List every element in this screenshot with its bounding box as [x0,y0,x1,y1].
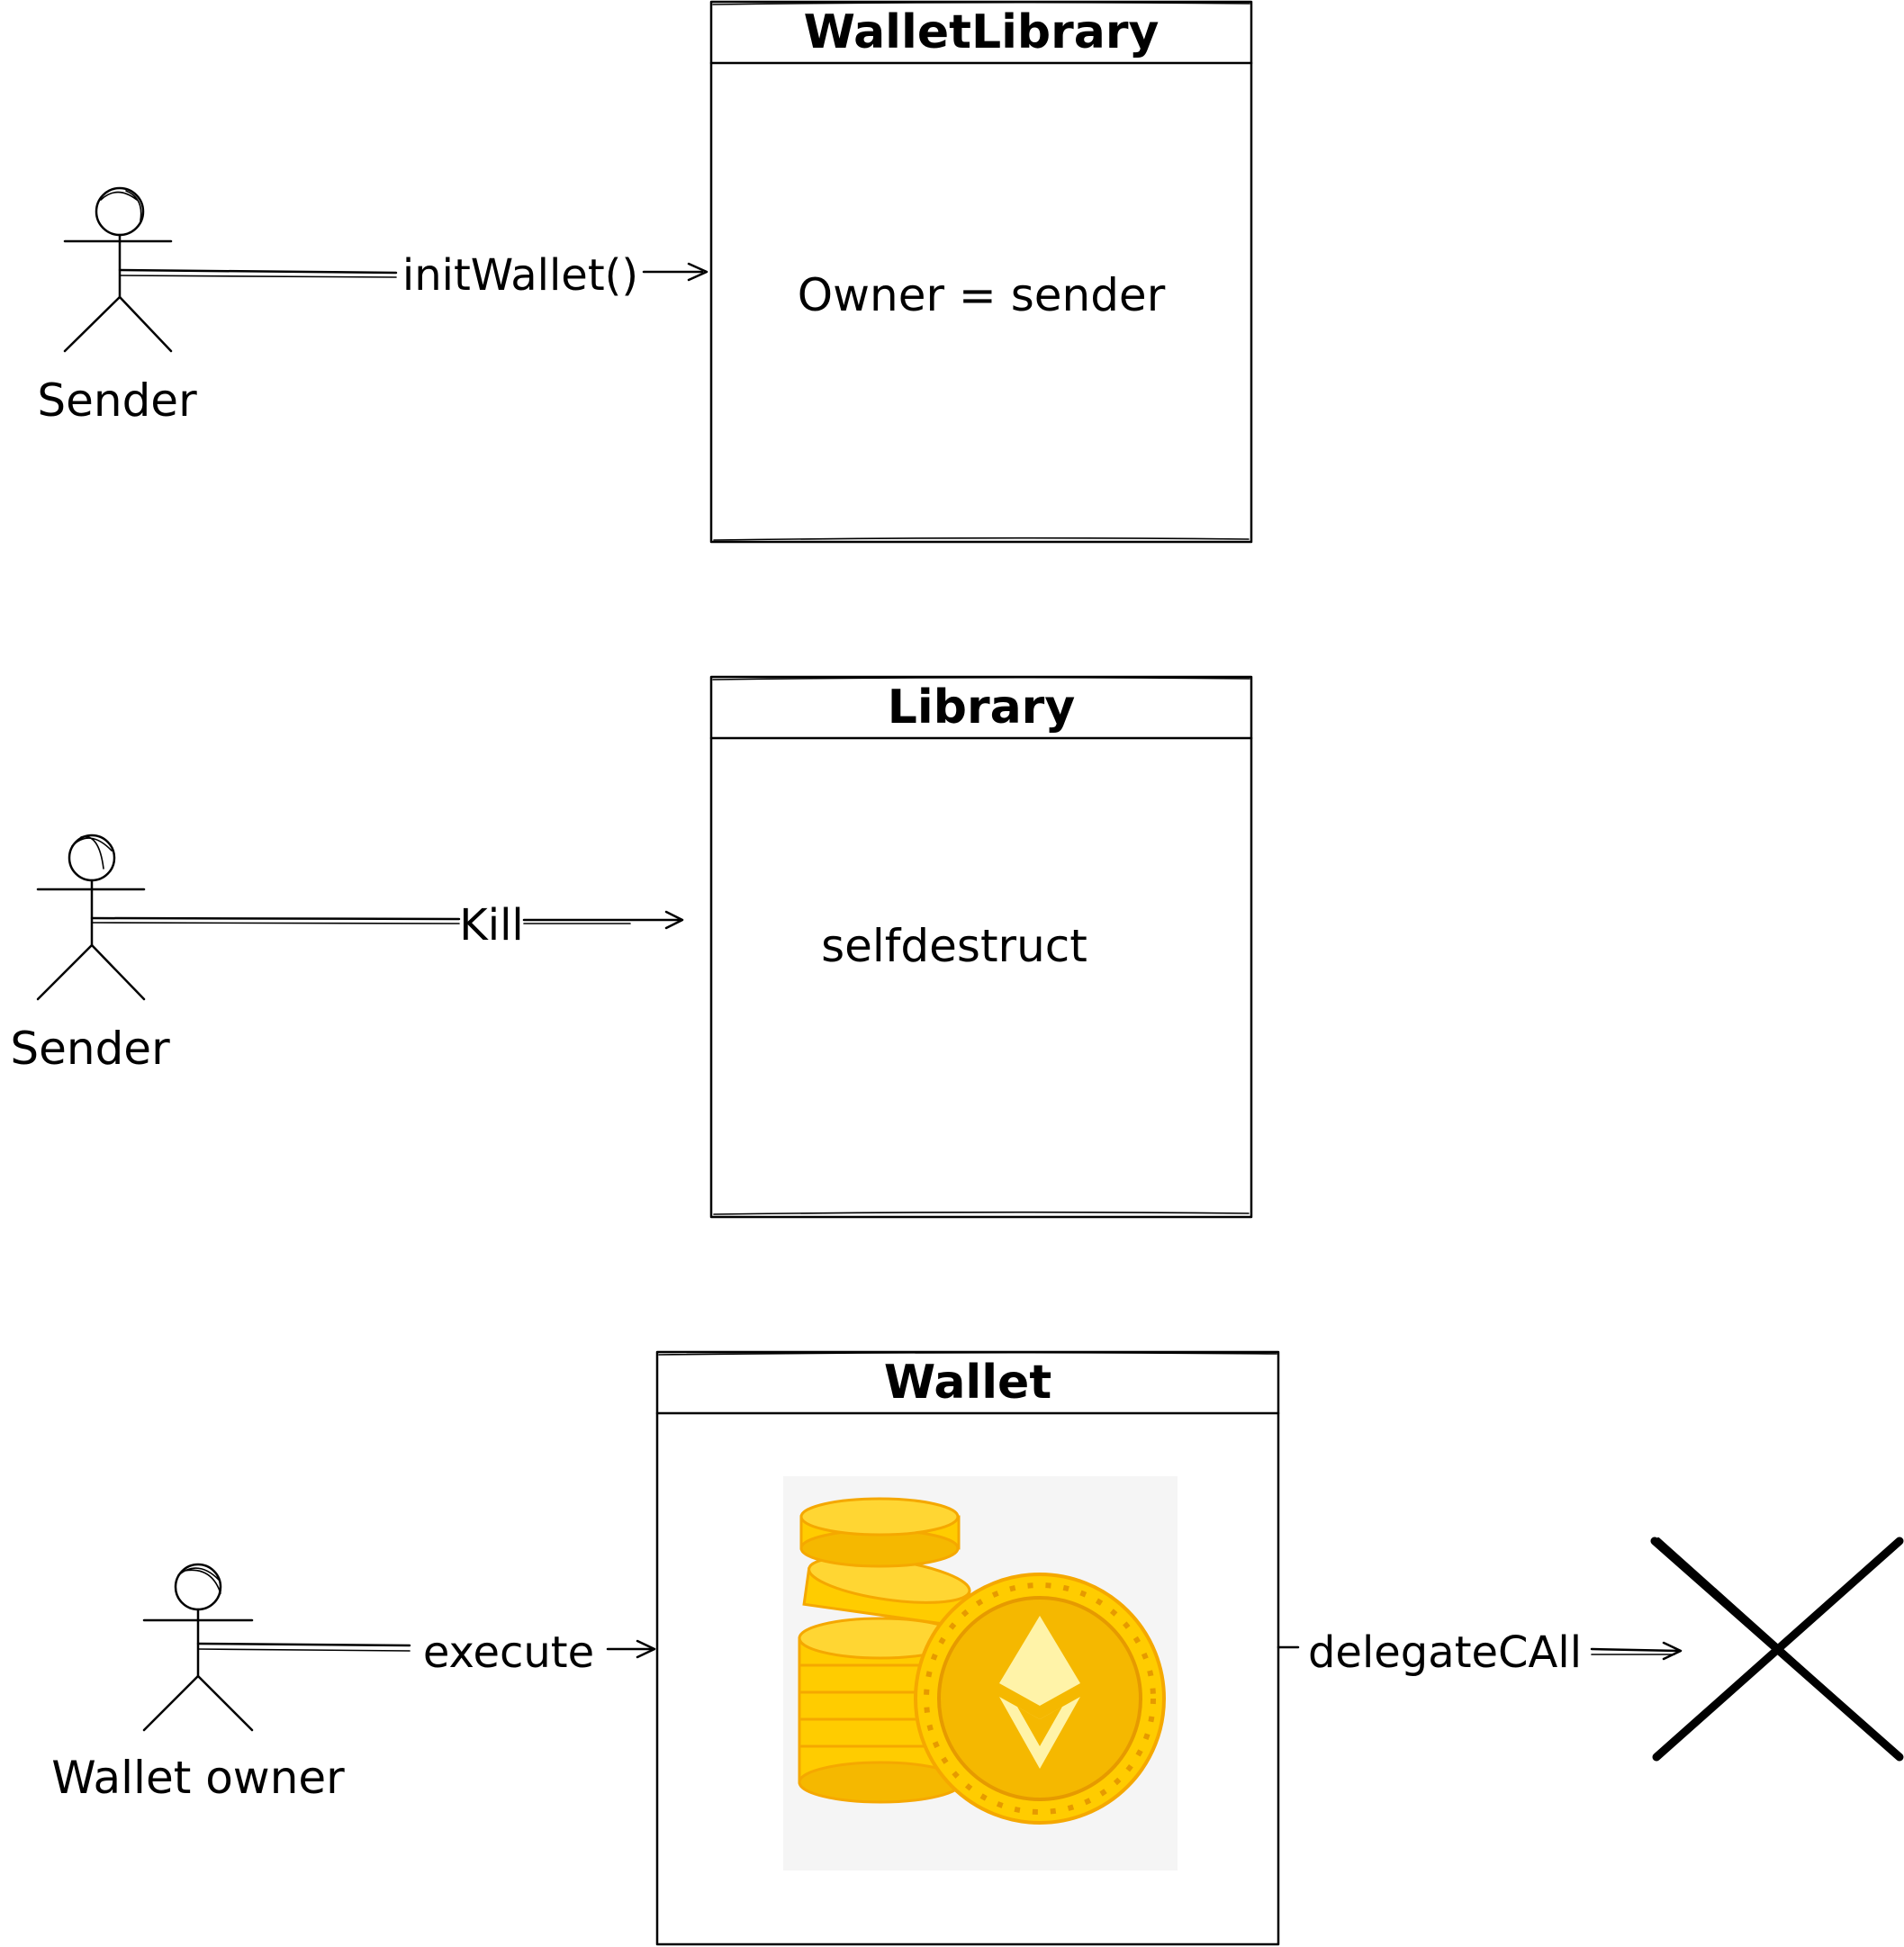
wallet-container[interactable]: Wallet [655,1350,1280,1946]
ethereum-coins-icon [783,1476,1178,1870]
library-title: Library [888,681,1075,735]
library-body: selfdestruct [821,920,1087,972]
edge-delegate-call[interactable]: delegateCAll [1277,1627,1683,1678]
wallet-library-title: WalletLibrary [804,5,1160,59]
init-wallet-arrowhead [687,262,708,282]
x-cross-icon [1650,1537,1904,1762]
library-container[interactable]: Library selfdestruct [709,675,1253,1219]
stick-figure-icon [142,1563,254,1732]
wallet-title: Wallet [884,1356,1051,1410]
edge-execute[interactable]: execute [196,1627,656,1678]
wallet-owner-label: Wallet owner [51,1752,345,1804]
delegate-call-label: delegateCAll [1308,1627,1582,1678]
kill-label: Kill [459,900,523,951]
wallet-sketch-lines [658,1351,1277,1356]
sender-1-label: Sender [37,374,197,427]
kill-connector [90,916,681,922]
init-wallet-connector [118,268,704,275]
execute-connector [196,1642,654,1651]
execute-arrowhead [636,1639,656,1659]
library-sketch-lines [712,676,1250,1215]
kill-arrowhead [664,910,684,930]
init-wallet-label: initWallet() [402,250,638,301]
stick-figure-icon [36,834,146,1001]
sender-actor-1[interactable]: Sender [37,186,197,427]
execute-label: execute [423,1627,594,1678]
wallet-library-container[interactable]: WalletLibrary Owner = sender [709,0,1253,544]
edge-kill[interactable]: Kill [90,900,684,951]
wallet-owner-actor[interactable]: Wallet owner [51,1563,345,1804]
wallet-library-sketch-lines [712,1,1250,541]
stick-figure-icon [63,186,173,353]
sender-actor-2[interactable]: Sender [10,834,170,1075]
delegate-call-arrowhead [1662,1641,1683,1661]
sender-2-label: Sender [10,1023,170,1075]
edge-init-wallet[interactable]: initWallet() [118,250,708,301]
wallet-library-body: Owner = sender [798,269,1166,321]
eth-coin [914,1573,1166,1825]
delegate-call-connector [1277,1645,1681,1653]
